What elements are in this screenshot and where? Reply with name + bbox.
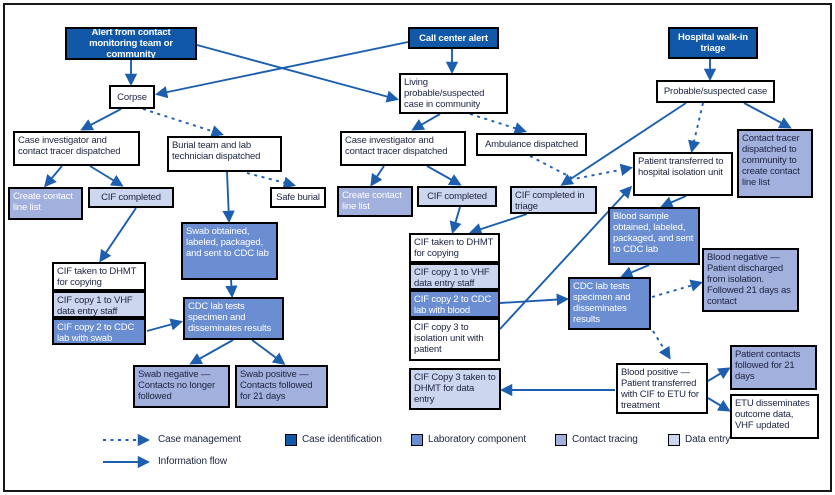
- node-hospital-walkin-triage: Hospital walk-in triage: [668, 27, 758, 59]
- node-cif-taken-dhmt-left: CIF taken to DHMT for copying: [52, 262, 146, 291]
- node-create-contact-line-list-left: Create contact line list: [8, 187, 83, 220]
- edge-living-case-to-ambulance: [469, 113, 527, 135]
- node-swab-negative: Swab negative — Contacts no longer follo…: [133, 365, 230, 408]
- legend-label-laboratory-component: Laboratory component: [428, 434, 527, 445]
- node-living-probable-case: Living probable/suspected case in commun…: [399, 73, 508, 114]
- edge-case-inv-mid-to-cif-completed: [426, 165, 462, 186]
- edge-corpse-to-burial-team: [142, 108, 224, 138]
- edge-living-case-to-case-inv-mid: [411, 113, 441, 131]
- legend-label-information-flow: Information flow: [158, 456, 227, 467]
- node-cif-copy3-taken-dhmt: CIF Copy 3 taken to DHMT for data entry: [409, 368, 501, 410]
- edge-cdc-lab-right-to-blood-negative: [651, 279, 703, 298]
- node-patient-contacts-followed: Patient contacts followed for 21 days: [730, 345, 817, 390]
- node-cdc-lab-tests-right: CDC lab tests specimen and disseminates …: [568, 277, 651, 330]
- edge-cif-completed-to-stack-left: [99, 207, 137, 263]
- edge-burial-to-safe-burial: [246, 172, 296, 189]
- edge-case-inv-mid-to-create-list: [370, 165, 385, 187]
- node-contact-tracer-dispatched: Contact tracer dispatched to community t…: [737, 129, 813, 198]
- edge-probable-case-to-cif-triage: [560, 102, 687, 186]
- node-cif-copy3-isolation: CIF copy 3 to isolation unit with patien…: [409, 318, 500, 361]
- edge-patient-transferred-to-blood-sample: [660, 195, 687, 208]
- edge-case-inv-to-create-list-left: [44, 165, 63, 188]
- edge-cif-triage-to-stack: [469, 213, 528, 235]
- edge-cif-completed-mid-to-stack: [449, 206, 462, 234]
- node-cif-completed-left: CIF completed: [88, 187, 174, 208]
- node-cif-taken-dhmt-mid: CIF taken to DHMT for copying: [409, 233, 500, 263]
- node-etu-disseminates: ETU disseminates outcome data, VHF updat…: [730, 394, 819, 439]
- node-swab-positive: Swab positive — Contacts followed for 21…: [235, 365, 328, 408]
- edge-swab-obtained-to-cdc-lab: [225, 279, 238, 299]
- node-blood-positive: Blood positive — Patient transferred wit…: [616, 363, 708, 414]
- node-blood-sample: Blood sample obtained, labeled, packaged…: [608, 207, 700, 265]
- edge-blood-positive-to-etu: [707, 397, 731, 412]
- node-corpse: Corpse: [109, 85, 155, 109]
- node-swab-obtained: Swab obtained, labeled, packaged, and se…: [181, 222, 278, 280]
- node-case-investigator-left: Case investigator and contact tracer dis…: [13, 131, 140, 166]
- edge-burial-to-swab-obtained: [222, 171, 235, 224]
- node-call-center-alert: Call center alert: [408, 27, 499, 49]
- edge-ambulance-to-patient-transferred: [529, 155, 634, 180]
- node-cif-copy1-mid: CIF copy 1 to VHF data entry staff: [409, 263, 500, 290]
- node-cif-completed-mid: CIF completed: [417, 186, 497, 207]
- edge-probable-case-to-contact-tracer: [743, 102, 792, 129]
- edge-corpse-to-case-investigator: [80, 108, 122, 131]
- legend-swatch-case-identification: [285, 434, 297, 446]
- edge-cdc-lab-to-swab-positive: [251, 339, 286, 365]
- node-probable-suspected-case: Probable/suspected case: [656, 80, 775, 103]
- node-safe-burial: Safe burial: [270, 187, 326, 208]
- legend-label-contact-tracing: Contact tracing: [572, 434, 638, 445]
- node-case-investigator-mid: Case investigator and contact tracer dis…: [340, 131, 466, 166]
- edge-cif-copy2-swab-to-cdc-lab: [146, 318, 183, 332]
- node-ambulance-dispatched: Ambulance dispatched: [476, 133, 587, 156]
- legend-swatch-contact-tracing: [555, 434, 567, 446]
- edge-probable-case-to-patient-transferred: [688, 102, 704, 154]
- edge-alert-to-living-case: [196, 44, 399, 103]
- edge-blood-positive-to-patient-contacts: [707, 367, 731, 382]
- edge-cdc-lab-to-swab-negative: [189, 339, 234, 365]
- node-cif-copy2-blood: CIF copy 2 to CDC lab with blood: [409, 290, 500, 318]
- node-blood-negative: Blood negative — Patient discharged from…: [702, 248, 799, 312]
- edge-cif-copy2-blood-to-cdc-lab-right: [499, 293, 570, 306]
- node-create-contact-line-list-mid: Create contact line list: [337, 186, 413, 217]
- node-cif-copy1-left: CIF copy 1 to VHF data entry staff: [52, 291, 146, 318]
- node-alert-contact-monitoring: Alert from contact monitoring team or co…: [65, 27, 197, 60]
- edge-blood-sample-to-cdc-lab-right: [620, 264, 650, 279]
- node-burial-team: Burial team and lab technician dispatche…: [167, 136, 282, 172]
- edge-call-center-to-corpse: [154, 41, 409, 99]
- node-cif-copy2-swab: CIF copy 2 to CDC lab with swab: [52, 318, 146, 345]
- legend-swatch-data-entry: [668, 434, 680, 446]
- legend-swatch-laboratory: [411, 434, 423, 446]
- node-cif-completed-in-triage: CIF completed in triage: [510, 186, 597, 214]
- edge-cdc-lab-right-to-blood-positive: [652, 330, 671, 360]
- legend-label-case-management: Case management: [158, 434, 241, 445]
- edge-case-inv-to-cif-completed-left: [89, 165, 124, 187]
- node-cdc-lab-tests-left: CDC lab tests specimen and disseminates …: [183, 297, 284, 340]
- legend-label-data-entry: Data entry: [685, 434, 731, 445]
- legend-label-case-identification: Case identification: [302, 434, 382, 445]
- node-patient-transferred: Patient transferred to hospital isolatio…: [633, 152, 733, 196]
